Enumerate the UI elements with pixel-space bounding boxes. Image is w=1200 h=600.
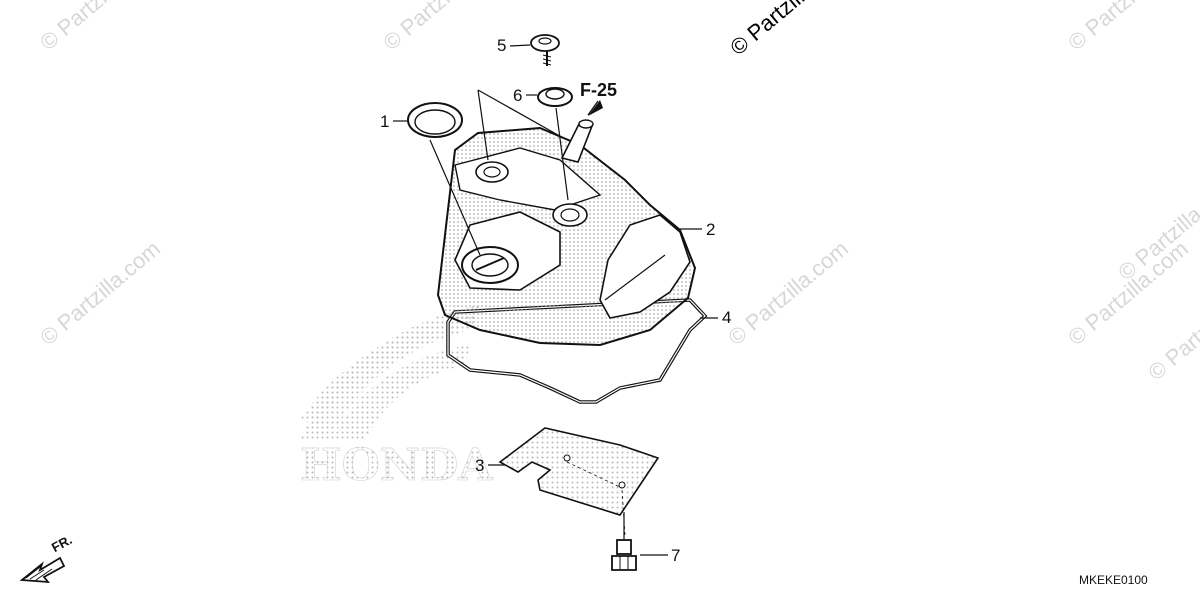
bolt xyxy=(530,34,560,66)
callout-5: 5 xyxy=(497,36,507,55)
callout-2: 2 xyxy=(706,220,716,239)
honda-logo-text: HONDA xyxy=(300,440,494,492)
cylinder-head-cover xyxy=(436,119,697,347)
reference-label: F-25 xyxy=(580,80,618,100)
honda-text: HONDA xyxy=(300,440,493,491)
grommet xyxy=(537,87,573,107)
callout-7: 7 xyxy=(671,546,681,565)
callout-3: 3 xyxy=(475,456,485,475)
cover-plate xyxy=(498,427,660,536)
callout-4: 4 xyxy=(722,308,732,327)
honda-wing-logo xyxy=(300,305,480,440)
callout-1: 1 xyxy=(380,112,390,131)
front-direction-arrow xyxy=(19,556,66,584)
flange-bolt xyxy=(611,512,637,571)
leader-lines xyxy=(393,44,718,556)
reference-arrow xyxy=(588,100,603,116)
diagram-code: MKEKE0100 xyxy=(1079,573,1148,587)
seal-ring xyxy=(407,102,463,138)
callout-6: 6 xyxy=(513,86,523,105)
